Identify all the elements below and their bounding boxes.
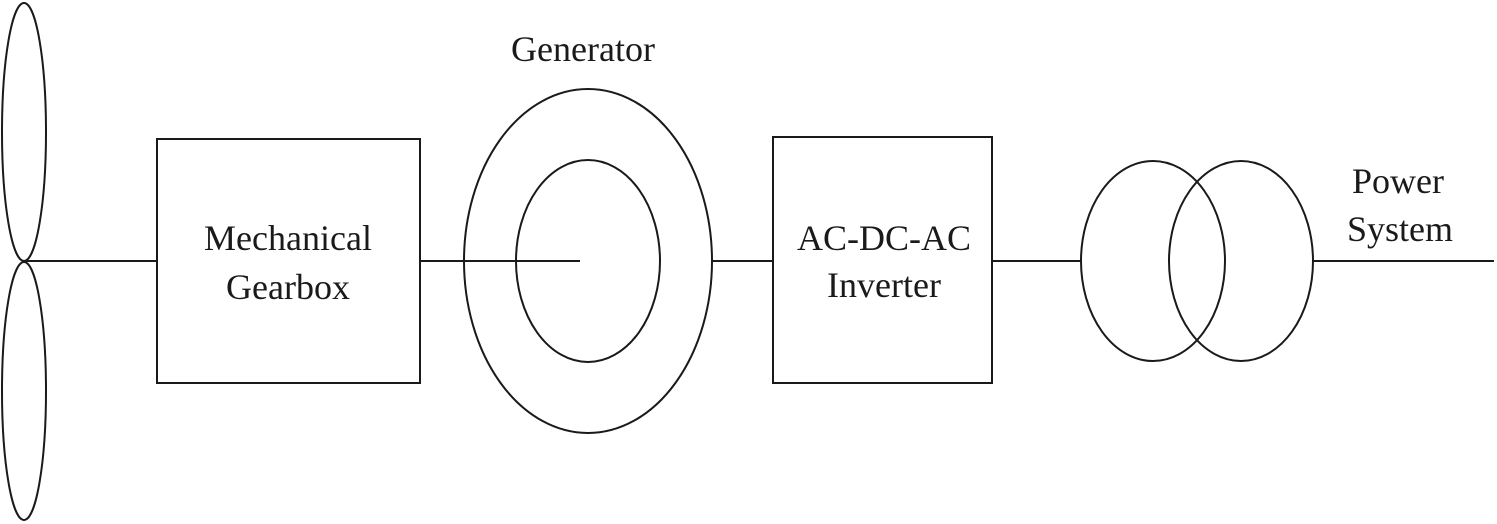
inverter-box <box>772 136 993 384</box>
inverter-block: AC-DC-AC Inverter <box>772 136 993 384</box>
turbine-blade-upper <box>1 2 47 262</box>
inverter-label-line2: Inverter <box>827 265 941 305</box>
generator-rotor-ring <box>515 159 661 363</box>
gearbox-label-line1: Mechanical <box>204 218 372 258</box>
transformer <box>1080 160 1314 362</box>
mechanical-gearbox-block: Mechanical Gearbox <box>156 138 421 384</box>
gearbox-label-line2: Gearbox <box>226 267 350 307</box>
transformer-secondary-coil <box>1168 160 1314 362</box>
generator-label: Generator <box>511 29 655 69</box>
gearbox-box <box>156 138 421 384</box>
power-system-label-line1: Power <box>1352 161 1444 201</box>
power-system-label-line2: System <box>1347 209 1453 249</box>
generator: Generator <box>463 29 713 434</box>
turbine-blade-lower <box>1 261 47 521</box>
inverter-label-line1: AC-DC-AC <box>797 218 971 258</box>
power-system: Power System <box>1347 161 1453 249</box>
transformer-primary-coil <box>1080 160 1226 362</box>
